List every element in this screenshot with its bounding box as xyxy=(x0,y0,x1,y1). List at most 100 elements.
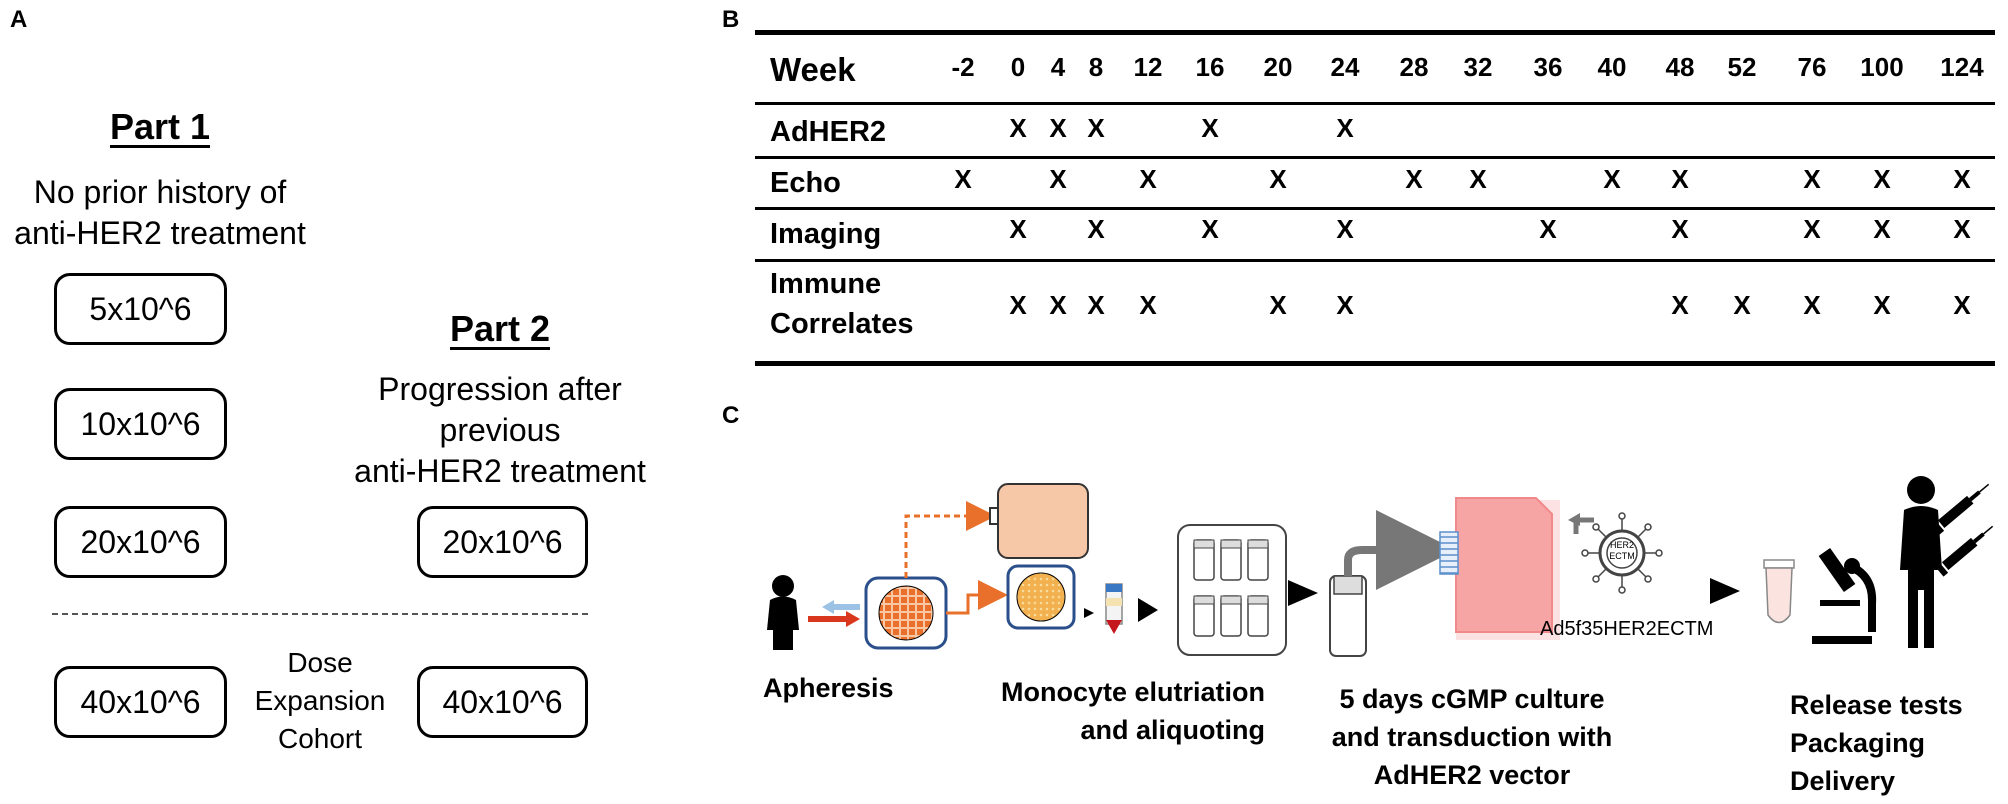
schedule-mark: X xyxy=(1139,290,1157,320)
part1-dose-40: 40x10^6 xyxy=(54,666,227,738)
expansion-line1: Dose xyxy=(287,647,353,678)
small-arrow-1 xyxy=(1084,608,1094,618)
step-apheresis-label: Apheresis xyxy=(763,673,894,703)
schedule-mark: X xyxy=(1201,214,1219,244)
schedule-mark: X xyxy=(1336,214,1354,244)
step-culture-label: 5 days cGMP culture and transduction wit… xyxy=(1322,680,1622,794)
row-label-imaging: Imaging xyxy=(770,218,882,250)
part2-description: Progression after previous anti-HER2 tre… xyxy=(330,369,670,492)
week-header: 100 xyxy=(1860,52,1904,82)
step-culture-line3: AdHER2 vector xyxy=(1373,760,1571,790)
table-row-rule-1 xyxy=(755,156,1995,159)
step-elutriation-line1: Monocyte elutriation xyxy=(1000,677,1265,707)
step-release-line3: Delivery xyxy=(1790,766,1896,796)
schedule-mark: X xyxy=(1803,214,1821,244)
vector-icon-text: HER2 ECTM xyxy=(1609,540,1635,562)
syringe-icons xyxy=(1930,483,1994,577)
week-header: 32 xyxy=(1463,52,1493,82)
week-header: -2 xyxy=(951,52,975,82)
part1-desc-line2: anti-HER2 treatment xyxy=(14,215,306,251)
panel-label-c: C xyxy=(722,402,740,429)
step-release-line2: Packaging xyxy=(1790,728,1926,758)
schedule-mark: X xyxy=(1201,113,1219,143)
schedule-mark: X xyxy=(1803,164,1821,194)
part2-desc-line3: anti-HER2 treatment xyxy=(354,453,646,489)
part1-dose-10: 10x10^6 xyxy=(54,388,227,460)
schedule-mark: X xyxy=(1671,164,1689,194)
table-row-rule-2 xyxy=(755,207,1995,210)
monocyte-bag-icon xyxy=(1006,564,1076,630)
panel-label-b: B xyxy=(722,6,740,33)
part1-description: No prior history of anti-HER2 treatment xyxy=(0,172,320,254)
elutriation-flow-arrow xyxy=(904,501,1008,615)
part1-dose-20: 20x10^6 xyxy=(54,506,227,578)
week-header: 52 xyxy=(1727,52,1757,82)
step-culture-line1: 5 days cGMP culture xyxy=(1339,684,1605,714)
part2-title: Part 2 xyxy=(449,308,551,349)
schedule-mark: X xyxy=(1336,290,1354,320)
schedule-mark: X xyxy=(1803,290,1821,320)
schedule-mark: X xyxy=(1139,164,1157,194)
week-header: 48 xyxy=(1665,52,1695,82)
part2-desc-line1: Progression after xyxy=(378,371,622,407)
part1-desc-line1: No prior history of xyxy=(33,174,287,210)
table-bottom-rule xyxy=(755,361,1995,366)
vector-text-ectm: ECTM xyxy=(1609,551,1635,561)
culture-flask-icon xyxy=(1439,497,1560,640)
week-header: 16 xyxy=(1195,52,1225,82)
schedule-mark: X xyxy=(1873,290,1891,320)
dose-expansion-label: Dose Expansion Cohort xyxy=(250,644,390,758)
schedule-mark: X xyxy=(1087,214,1105,244)
week-header: 24 xyxy=(1330,52,1360,82)
schedule-mark: X xyxy=(1009,214,1027,244)
step-elutriation-label: Monocyte elutriation and aliquoting xyxy=(975,673,1265,749)
expansion-line3: Cohort xyxy=(277,723,363,754)
microscope-icon xyxy=(1812,547,1877,644)
table-header-rule xyxy=(755,102,1995,105)
apheresis-bag-icon xyxy=(864,576,948,650)
week-header: 0 xyxy=(1010,52,1026,82)
schedule-mark: X xyxy=(1603,164,1621,194)
media-bottle-icon xyxy=(1329,510,1456,657)
sample-tube-icon xyxy=(1105,583,1123,634)
patient-icon xyxy=(767,575,799,650)
schedule-mark: X xyxy=(1671,290,1689,320)
row-label-adher2: AdHER2 xyxy=(770,116,887,148)
vector-name-label: Ad5f35HER2ECTM xyxy=(1540,618,1714,640)
table-header-week: Week xyxy=(770,51,856,88)
week-header: 76 xyxy=(1797,52,1827,82)
schedule-mark: X xyxy=(1049,113,1067,143)
schedule-mark: X xyxy=(1049,164,1067,194)
part2-desc-line2: previous xyxy=(439,412,561,448)
schedule-mark: X xyxy=(1539,214,1557,244)
expansion-divider xyxy=(52,613,588,615)
panel-label-a: A xyxy=(10,6,28,33)
elutriator-icon xyxy=(989,483,1089,559)
arrow-to-release xyxy=(1710,578,1740,604)
step-culture-line2: and transduction with xyxy=(1331,722,1613,752)
vector-text-her2: HER2 xyxy=(1609,540,1634,550)
schedule-mark: X xyxy=(954,164,972,194)
schedule-mark: X xyxy=(1405,164,1423,194)
week-header: 36 xyxy=(1533,52,1563,82)
step-elutriation-line2: and aliquoting xyxy=(1080,715,1265,745)
schedule-mark: X xyxy=(1873,164,1891,194)
schedule-mark: X xyxy=(1087,290,1105,320)
aliquot-vials-icon xyxy=(1177,524,1287,656)
vector-arrowhead xyxy=(1568,513,1580,526)
expansion-line2: Expansion xyxy=(254,685,386,716)
schedule-mark: X xyxy=(1009,290,1027,320)
part1-title: Part 1 xyxy=(109,106,211,147)
step-release-line1: Release tests xyxy=(1790,690,1963,720)
arrow-to-culture xyxy=(1288,580,1318,606)
table-top-rule xyxy=(755,30,1995,35)
row-label-immune-line1: Immune xyxy=(770,268,882,300)
week-header: 124 xyxy=(1940,52,1984,82)
schedule-mark: X xyxy=(1671,214,1689,244)
week-header: 20 xyxy=(1263,52,1293,82)
schedule-mark: X xyxy=(1733,290,1751,320)
schedule-mark: X xyxy=(1049,290,1067,320)
schedule-mark: X xyxy=(1873,214,1891,244)
week-header: 40 xyxy=(1597,52,1627,82)
